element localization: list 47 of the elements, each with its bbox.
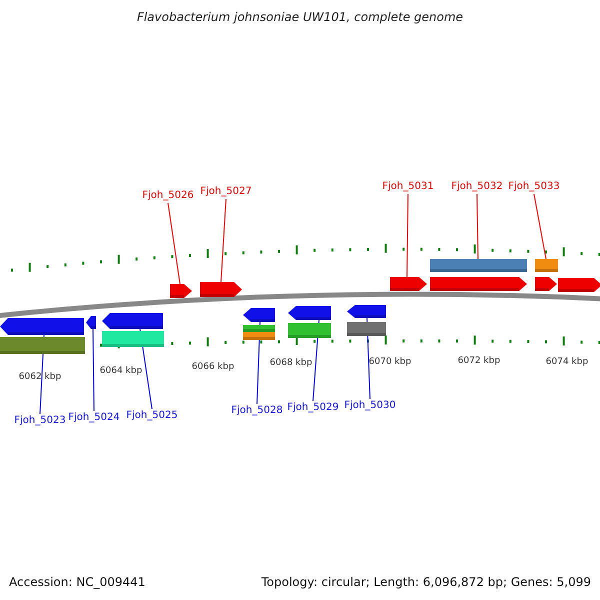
scale-label: 6074 kbp (546, 357, 588, 367)
scale-label: 6062 kbp (18, 372, 62, 382)
gene-label: Fjoh_5027 (200, 186, 252, 198)
leader-line (534, 194, 546, 260)
gene-label: Fjoh_5024 (68, 412, 120, 424)
gene-label: Fjoh_5031 (382, 181, 434, 193)
feature-bar (243, 332, 275, 340)
scale-label: 6068 kbp (270, 358, 312, 368)
gene-label: Fjoh_5029 (287, 402, 339, 414)
gene-label: Fjoh_5023 (14, 415, 66, 427)
leader-line (406, 194, 408, 278)
gene-block (0, 318, 84, 335)
gene-label: Fjoh_5032 (451, 181, 503, 193)
gene-block (102, 313, 163, 329)
title: Flavobacterium johnsoniae UW101, complete genome (136, 10, 464, 24)
gene-block (430, 277, 527, 291)
gene-block (558, 278, 600, 292)
gene-label: Fjoh_5025 (126, 410, 178, 422)
feature-bar (430, 259, 527, 272)
gene-label: Fjoh_5033 (508, 181, 560, 193)
gene-label: Fjoh_5030 (344, 400, 396, 412)
footer-text: Topology: circular; Length: 6,096,872 bp; Genes: 5,099 (261, 575, 591, 589)
scale-label: 6070 kbp (368, 357, 412, 367)
leader-line (92, 328, 94, 412)
leader-line (168, 202, 180, 284)
scale-label: 6072 kbp (458, 356, 500, 366)
gene-block (86, 316, 96, 329)
feature-bar (535, 259, 558, 272)
gene-block (200, 282, 242, 297)
gene-label: Fjoh_5026 (142, 190, 194, 202)
gene-block (288, 306, 331, 320)
footer-text: Accession: NC_009441 (9, 575, 146, 589)
feature-bar (102, 331, 164, 347)
gene-block (535, 277, 557, 291)
gene-block (243, 308, 275, 322)
feature-bar (0, 337, 85, 354)
feature-bar (243, 325, 275, 332)
leader-line (476, 194, 478, 260)
feature-bar (288, 323, 331, 338)
leader-line (220, 198, 226, 282)
gene-block (347, 305, 386, 318)
gene-label: Fjoh_5028 (231, 405, 283, 417)
scale-label: 6064 kbp (100, 366, 142, 376)
gene-block (390, 277, 427, 291)
feature-bar (347, 322, 386, 336)
gene-block (170, 284, 192, 298)
scale-label: 6066 kbp (192, 362, 234, 372)
